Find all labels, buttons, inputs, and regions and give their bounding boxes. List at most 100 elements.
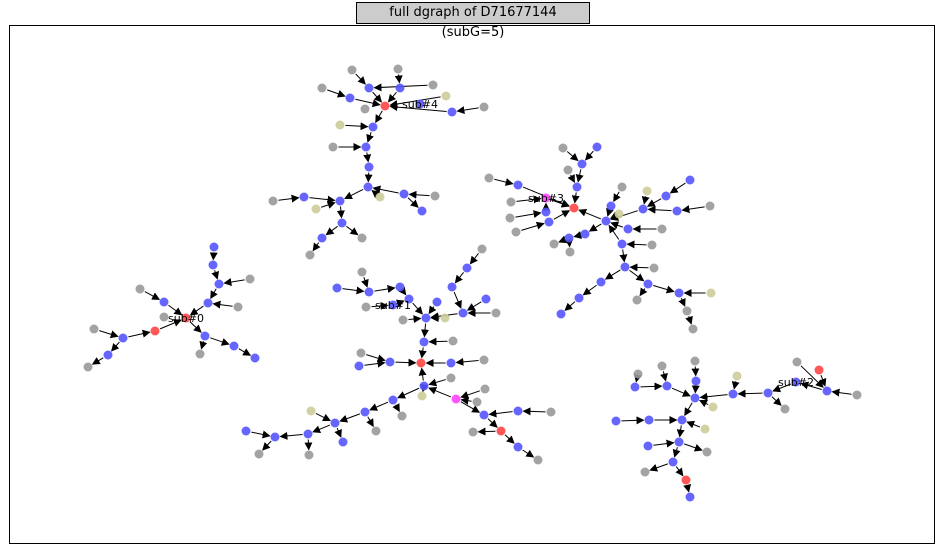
node-d37 <box>533 455 543 465</box>
edge-e21-e23 <box>684 443 703 452</box>
edge-e5-e6 <box>771 396 782 406</box>
node-d1 <box>357 267 367 277</box>
edge-b13-b12 <box>345 122 369 131</box>
edge-d9-d7 <box>428 305 437 315</box>
edge-b20-b19 <box>278 194 300 203</box>
edge-d38-d40 <box>369 401 389 411</box>
node-d39 <box>397 411 407 421</box>
node-b6 <box>393 64 403 74</box>
subgraph-label-1: sub#1 <box>375 299 411 312</box>
node-n3 <box>541 193 551 203</box>
node-e14 <box>662 381 672 391</box>
node-c24 <box>623 224 633 234</box>
edge-c21-c19 <box>646 198 662 207</box>
node-e26 <box>681 475 691 485</box>
node-c6 <box>505 213 515 223</box>
node-e9 <box>708 402 718 412</box>
node-a3 <box>103 350 113 360</box>
edge-c41-c42 <box>685 315 693 325</box>
edge-b7-b1 <box>387 91 397 103</box>
node-d7 <box>421 313 431 323</box>
edge-e3-n2 <box>800 381 822 390</box>
node-b10 <box>447 107 457 117</box>
edge-b5-b4 <box>355 73 366 85</box>
edge-c6-c5 <box>515 210 542 219</box>
edge-b14-b16 <box>363 152 372 163</box>
edge-e1-e3 <box>818 374 827 387</box>
edge-d1-d2 <box>361 277 369 288</box>
edge-b3-b2 <box>327 89 346 98</box>
edge-c20-c21 <box>669 182 686 194</box>
node-a10 <box>214 279 224 289</box>
node-b16 <box>364 162 374 172</box>
node-b25 <box>357 233 367 243</box>
node-c30 <box>549 239 559 249</box>
node-c41 <box>682 306 692 316</box>
edge-c22-c19 <box>647 205 672 214</box>
node-e1 <box>814 365 824 375</box>
node-c19 <box>638 204 648 214</box>
edge-d40-d42 <box>339 413 361 423</box>
edge-n3-c1 <box>551 199 570 208</box>
edge-c37-c39 <box>653 285 675 294</box>
edge-d21-d20 <box>366 354 386 363</box>
node-e24 <box>668 457 678 467</box>
node-b26 <box>375 192 385 202</box>
node-c32 <box>620 262 630 272</box>
node-e13 <box>657 361 667 371</box>
edge-d24-d23 <box>455 357 479 366</box>
node-layer <box>83 64 862 502</box>
edge-d42-d44 <box>334 427 342 438</box>
node-d14 <box>447 282 457 292</box>
node-e18 <box>644 415 654 425</box>
node-c5 <box>541 207 551 217</box>
node-b5 <box>347 65 357 75</box>
edge-d22-d20 <box>364 359 386 368</box>
node-c14 <box>617 182 627 192</box>
node-d46 <box>304 450 314 460</box>
edge-d8-d7 <box>408 315 422 324</box>
node-d36 <box>513 442 523 452</box>
node-a2 <box>118 333 128 343</box>
node-c31 <box>565 247 575 257</box>
node-a11 <box>245 274 255 284</box>
node-c15 <box>606 201 616 211</box>
node-b30 <box>360 104 370 114</box>
node-b19 <box>299 192 309 202</box>
edge-b22-b23 <box>325 225 338 236</box>
edge-e22-e21 <box>653 439 675 448</box>
edge-a7-a6 <box>144 291 161 300</box>
edge-e24-e26 <box>675 466 684 477</box>
node-c8 <box>511 227 521 237</box>
node-d29 <box>472 397 482 407</box>
edge-c18-c17 <box>609 211 619 219</box>
edge-c7-c1 <box>553 210 571 220</box>
edge-e2-e3 <box>800 365 824 388</box>
edge-d47-d49 <box>262 440 272 451</box>
node-e23 <box>702 447 712 457</box>
node-d38 <box>388 395 398 405</box>
edge-c15-c17 <box>606 207 614 217</box>
subgraph-label-3: sub#3 <box>528 192 564 205</box>
node-c21 <box>661 191 671 201</box>
node-d18 <box>448 336 458 346</box>
node-a15 <box>195 349 205 359</box>
edge-d7-d17 <box>421 323 430 338</box>
node-a4 <box>83 362 93 372</box>
node-d26 <box>446 373 456 383</box>
edge-e5-e7 <box>737 389 763 398</box>
edge-e17-e21 <box>676 425 685 438</box>
edge-c28-c29 <box>573 231 583 239</box>
edge-b17-b18 <box>344 189 364 199</box>
edge-c24-c17 <box>610 221 624 230</box>
edge-c11-c10 <box>584 150 594 161</box>
node-b21 <box>311 204 321 214</box>
node-d41 <box>371 426 381 436</box>
edge-c26-c32 <box>619 249 628 263</box>
edge-d36-d37 <box>522 449 535 458</box>
node-d25 <box>419 381 429 391</box>
node-b4 <box>364 83 374 93</box>
node-e21 <box>674 437 684 447</box>
node-d35 <box>468 427 478 437</box>
